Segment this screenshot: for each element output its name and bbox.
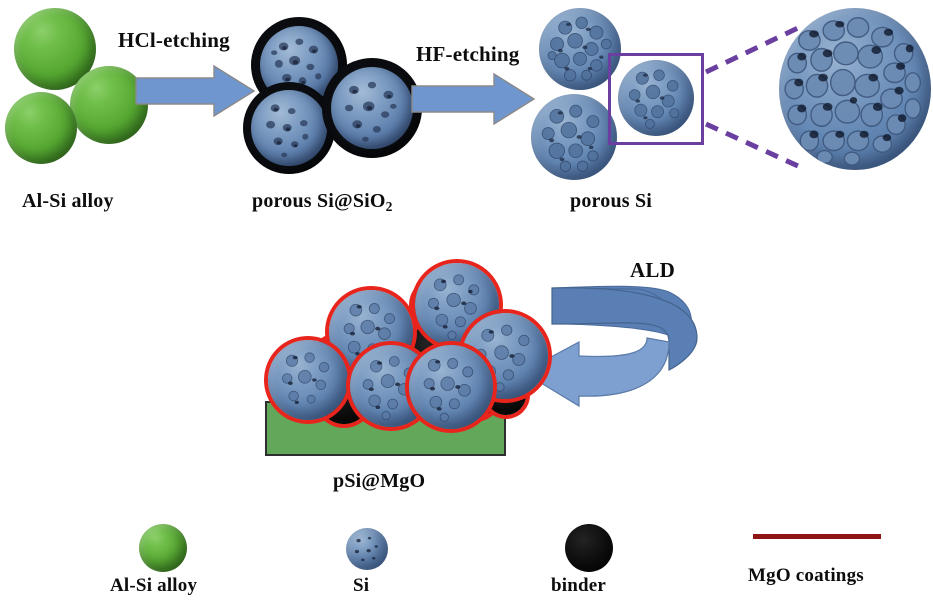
pore-texture (539, 8, 621, 90)
pore-texture (409, 345, 493, 429)
stage-label-psi-mgo: pSi@MgO (333, 470, 426, 492)
process-label-ald: ALD (630, 258, 675, 282)
pore-texture-magnified (779, 8, 931, 170)
pore-texture (531, 94, 617, 180)
stage-label-text: porous Si@SiO (252, 190, 386, 212)
mgo-coated-si-sphere (409, 345, 493, 429)
stage-label-porous-si-sio2: porous Si@SiO2 (252, 190, 393, 215)
legend-label-al-si-alloy: Al-Si alloy (110, 575, 198, 596)
arrow-hcl-etching (135, 64, 256, 118)
pore-texture (251, 90, 326, 165)
alloy-sphere (70, 66, 148, 144)
porous-si-sio2-sphere (243, 82, 335, 174)
mgo-coated-si-sphere (268, 340, 348, 420)
legend-swatch-mgo-coatings (753, 534, 881, 539)
process-label-hcl-etching: HCl-etching (118, 28, 230, 52)
callout-connector-bottom (704, 120, 800, 169)
pore-texture (268, 340, 348, 420)
porous-si-sphere (539, 8, 621, 90)
legend-label-binder: binder (551, 575, 607, 596)
callout-connector-top (704, 25, 800, 76)
legend-label-si: Si (353, 575, 370, 596)
mgo-coated-si-sphere (415, 263, 499, 347)
porous-si-sphere (531, 94, 617, 180)
legend-swatch-al-si-alloy (139, 524, 187, 572)
porous-si-sio2-sphere (322, 58, 422, 158)
magnified-porous-si-sphere (779, 8, 931, 170)
arrow-hf-etching (411, 72, 536, 126)
callout-selection-box (608, 53, 704, 145)
arrow-ald-curved (519, 285, 715, 408)
pore-texture (618, 60, 694, 136)
legend-swatch-si (346, 528, 388, 570)
pore-texture (415, 263, 499, 347)
legend-label-mgo-coatings: MgO coatings (748, 565, 864, 586)
pore-texture (260, 26, 339, 105)
pore-texture (331, 67, 413, 149)
process-label-hf-etching: HF-etching (416, 42, 520, 66)
stage-label-al-si-alloy: Al-Si alloy (22, 190, 114, 212)
porous-si-sphere-highlighted (618, 60, 694, 136)
stage-label-porous-si: porous Si (570, 190, 653, 212)
alloy-sphere (5, 92, 77, 164)
pore-texture (346, 528, 388, 570)
legend-swatch-binder (565, 524, 613, 572)
stage-label-subscript: 2 (385, 198, 393, 214)
